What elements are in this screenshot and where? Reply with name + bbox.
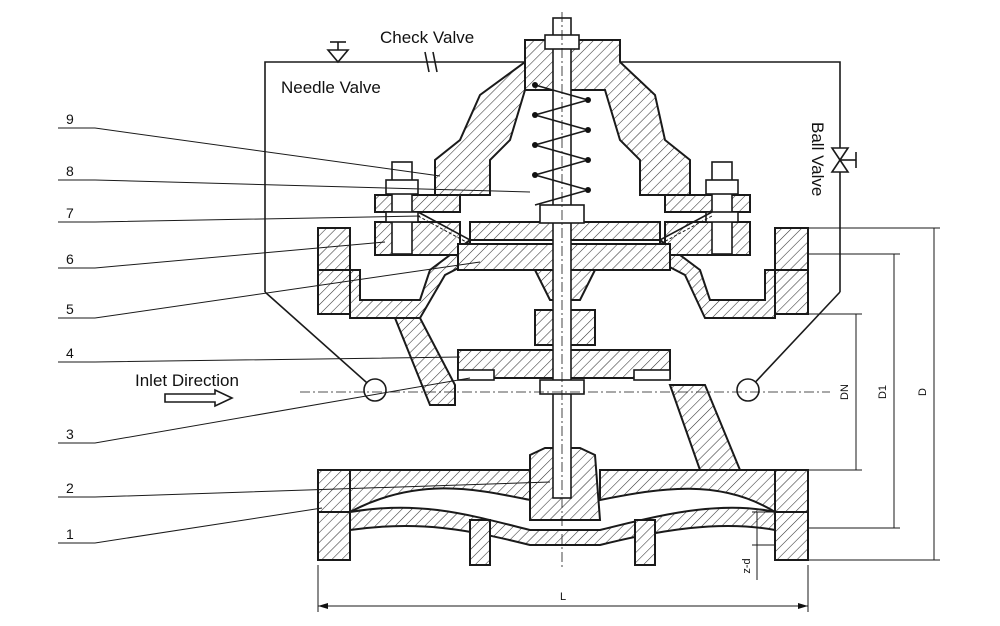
dim-l: L — [560, 591, 566, 603]
check-valve-symbol — [424, 51, 438, 73]
callout-3: 3 — [66, 426, 74, 442]
callout-5: 5 — [66, 301, 74, 317]
callout-6: 6 — [66, 251, 74, 267]
callout-1: 1 — [66, 526, 74, 542]
callout-9: 9 — [66, 111, 74, 127]
dim-z-d: z-d — [741, 558, 753, 573]
dimension-lines — [317, 227, 940, 612]
cover-bolts — [385, 161, 739, 255]
inlet-arrow — [164, 388, 234, 408]
dim-d: D — [917, 388, 929, 396]
valve-body — [317, 227, 809, 566]
check-valve-label: Check Valve — [380, 28, 474, 47]
dim-dn: DN — [839, 384, 851, 400]
ball-valve-symbol — [830, 147, 857, 173]
diaphragm-plate — [457, 221, 671, 301]
callout-7: 7 — [66, 205, 74, 221]
needle-valve-label: Needle Valve — [281, 78, 381, 97]
needle-valve-symbol — [326, 41, 350, 64]
leader-lines — [58, 127, 551, 544]
ball-valve-label: Ball Valve — [808, 122, 827, 196]
dim-d1: D1 — [877, 385, 889, 399]
pilot-tubing — [264, 61, 841, 391]
callout-2: 2 — [66, 480, 74, 496]
inlet-direction-label: Inlet Direction — [135, 371, 239, 390]
spring — [532, 82, 591, 206]
callout-4: 4 — [66, 345, 74, 361]
callout-numbers: 9 8 7 6 5 4 3 2 1 — [66, 111, 74, 542]
callout-8: 8 — [66, 163, 74, 179]
